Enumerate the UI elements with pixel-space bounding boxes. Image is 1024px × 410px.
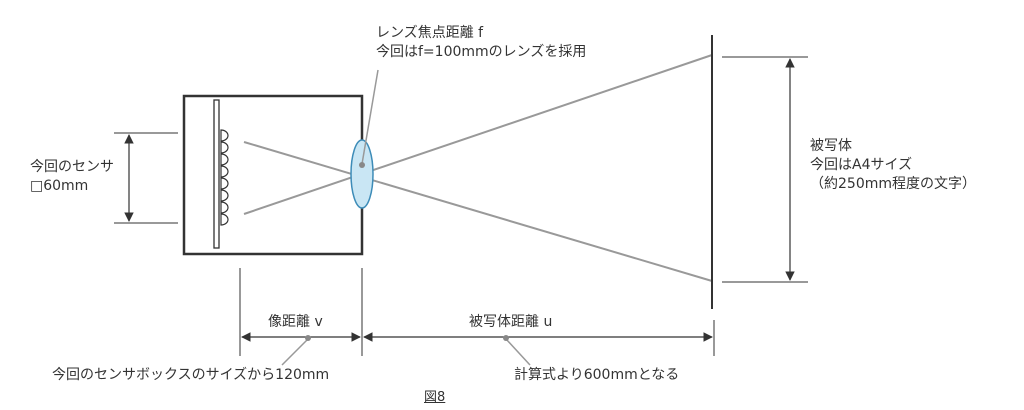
ray-top	[243, 141, 713, 282]
lens	[350, 139, 374, 209]
sensor-pixels	[220, 129, 229, 226]
lens-label-line1: レンズ焦点距離 f	[376, 25, 484, 41]
subject-distance-leader-dot	[503, 335, 509, 341]
lens-label-line2: 今回はf=100mmのレンズを採用	[376, 44, 587, 60]
image-distance-label: 像距離 v	[268, 314, 323, 330]
subject-distance-label: 被写体距離 u	[469, 314, 553, 330]
image-distance-leader	[281, 338, 309, 366]
subject-distance-note: 計算式より600mmとなる	[514, 367, 680, 383]
sensor-label-line1: 今回のセンサ	[30, 159, 114, 175]
subject-label: 被写体 今回はA4サイズ （約250mm程度の文字）	[810, 137, 976, 194]
lens-leader-line	[361, 69, 379, 165]
image-distance-leader-dot	[305, 335, 311, 341]
lens-label: レンズ焦点距離 f 今回はf=100mmのレンズを採用	[376, 24, 586, 62]
subject-label-line2: 今回はA4サイズ	[810, 157, 913, 173]
ray-bottom	[243, 54, 713, 215]
sensor-label: 今回のセンサ □60mm	[30, 158, 114, 196]
subject-label-line3: （約250mm程度の文字）	[810, 176, 976, 192]
image-distance-note: 今回のセンサボックスのサイズから120mm	[52, 367, 330, 383]
sensor-box	[182, 94, 364, 256]
sensor-label-line2: □60mm	[30, 178, 89, 194]
sensor-plate	[213, 99, 220, 249]
subject-distance-leader	[505, 338, 531, 366]
lens-leader-dot	[359, 162, 365, 168]
figure-caption: 図8	[424, 390, 446, 405]
subject-label-line1: 被写体	[810, 138, 852, 154]
